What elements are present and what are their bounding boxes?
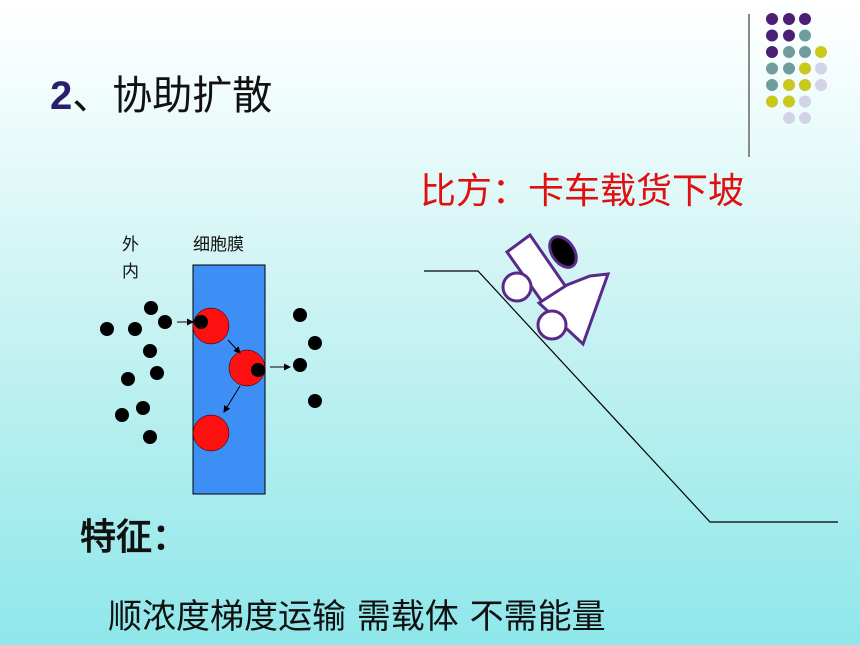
molecule — [143, 430, 157, 444]
decorative-dot — [799, 112, 811, 124]
decorative-dot — [783, 79, 795, 91]
decorative-dot — [783, 112, 795, 124]
decorative-dot — [783, 62, 795, 75]
decorative-dot — [799, 62, 811, 75]
truck-cab — [536, 272, 611, 347]
decorative-dot — [766, 95, 778, 108]
molecule — [100, 322, 114, 336]
decorative-dot — [799, 46, 811, 58]
decorative-dot — [783, 13, 795, 25]
molecule — [144, 301, 158, 315]
decorative-dot — [783, 95, 795, 108]
decorative-dot — [799, 29, 811, 42]
label-membrane: 细胞膜 — [193, 235, 244, 255]
decorative-dot — [783, 46, 795, 58]
decorative-dot — [766, 46, 778, 58]
decorative-dot — [815, 46, 827, 58]
arrow — [227, 339, 241, 354]
molecule — [143, 344, 157, 358]
slope-line — [424, 270, 838, 523]
decorative-dot — [766, 13, 778, 25]
truck-cargo — [548, 235, 578, 269]
molecule-bound — [251, 363, 265, 377]
molecule — [150, 366, 164, 380]
analogy-text: 比方：卡车载货下坡 — [420, 171, 745, 212]
decorative-dot — [783, 29, 795, 42]
carrier-protein-middle — [228, 349, 266, 387]
decorative-dot — [799, 13, 811, 25]
decorative-dot — [799, 95, 811, 108]
molecule — [115, 408, 129, 422]
molecule — [121, 372, 135, 386]
arrow — [223, 385, 241, 413]
label-outside: 外 — [122, 235, 139, 255]
slide-title: 2、协助扩散 — [50, 76, 272, 116]
decorative-dot — [799, 79, 811, 91]
molecule — [293, 358, 307, 372]
decorative-dot — [815, 62, 827, 75]
decorative-dot — [766, 79, 778, 91]
truck-wheel-front — [536, 309, 568, 341]
decorative-dot — [815, 79, 827, 91]
molecule — [136, 401, 150, 415]
molecule — [308, 394, 322, 408]
label-inside: 内 — [122, 262, 139, 282]
features-text: 顺浓度梯度运输 需载体 不需能量 — [108, 597, 606, 637]
title-text: 、协助扩散 — [72, 73, 273, 119]
carrier-protein-bottom — [192, 414, 230, 452]
molecule — [293, 308, 307, 322]
molecule — [158, 315, 172, 329]
dot-grid-group — [766, 13, 827, 124]
decorative-dot — [766, 29, 778, 42]
molecule-bound — [194, 315, 208, 329]
decorative-dot — [766, 62, 778, 75]
title-number: 2 — [50, 74, 73, 118]
truck-wheel-rear — [501, 271, 533, 303]
truck-illustration — [501, 232, 611, 347]
molecule — [308, 336, 322, 350]
molecule — [128, 322, 142, 336]
features-heading: 特征： — [80, 517, 189, 558]
